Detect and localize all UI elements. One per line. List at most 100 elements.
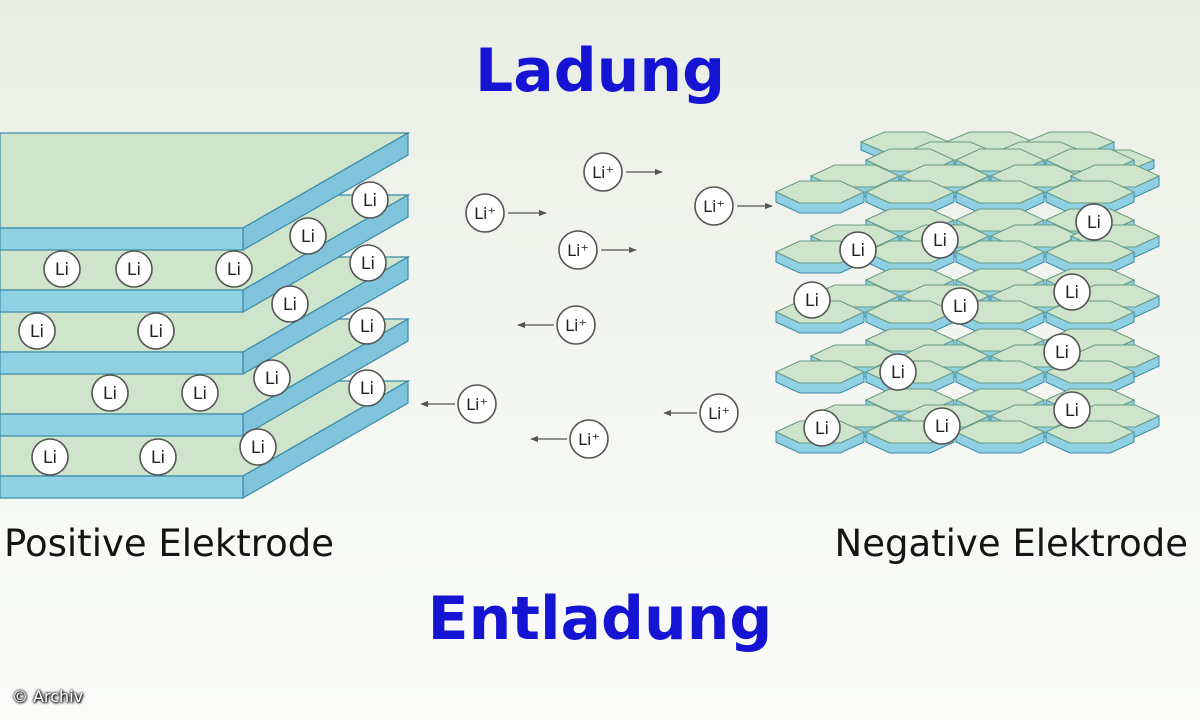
li-atom: Li [253,359,291,397]
li-atom: Li [31,438,69,476]
li-atom-label: Li [363,191,377,211]
li-ion-particle-circle [569,419,609,459]
li-atom-circle [839,231,877,269]
li-atom: Li [137,312,175,350]
hex-tile-top [774,180,866,204]
li-atom: Li [349,244,387,282]
li-atom: Li [115,250,153,288]
li-ion: Li⁺ [420,384,497,424]
li-atom-circle [181,374,219,412]
li-atom-label: Li [815,419,829,439]
li-atom-label: Li [193,384,207,404]
li-atom-label: Li [1065,401,1079,421]
negative-electrode-label: Negative Elektrode [834,522,1188,565]
li-ion-particle-label: Li⁺ [474,204,496,223]
li-atom-label: Li [1065,283,1079,303]
li-atom-label: Li [43,448,57,468]
hex-tile-top [1044,180,1136,204]
copyright-notice: © Archiv [12,687,84,706]
li-atom: Li [271,285,309,323]
positive-electrode-label: Positive Elektrode [4,522,335,565]
discharge-title: Entladung [427,584,773,654]
hex-tile-top [954,180,1046,204]
li-atom: Li [348,369,386,407]
hex-tile-top [774,360,866,384]
li-atom-circle [137,312,175,350]
charge-title: Ladung [474,36,726,106]
li-atom-circle [115,250,153,288]
li-atom-label: Li [301,227,315,247]
li-atom: Li [181,374,219,412]
li-atom: Li [879,353,917,391]
li-atom-circle [215,250,253,288]
li-atom: Li [921,221,959,259]
li-atom-circle [289,217,327,255]
li-ion-particle: Li⁺ [558,230,598,270]
li-atom-label: Li [361,254,375,274]
hex-tile-top [1044,240,1136,264]
li-atom: Li [239,428,277,466]
li-ion: Li⁺ [663,393,739,433]
li-atom-circle [1053,273,1091,311]
li-atom: Li [215,250,253,288]
li-ion-particle-label: Li⁺ [592,163,614,182]
li-atom-label: Li [933,231,947,251]
li-atom-label: Li [127,260,141,280]
li-atom: Li [793,281,831,319]
li-atom: Li [1053,391,1091,429]
li-atom-label: Li [805,291,819,311]
cathode-layer-front [0,227,244,251]
li-atom-circle [91,374,129,412]
li-atom: Li [1075,203,1113,241]
li-atom-label: Li [55,260,69,280]
li-atom: Li [91,374,129,412]
cathode-layer-front [0,413,244,437]
li-ion: Li⁺ [694,186,773,226]
li-atom-circle [923,407,961,445]
cathode-layer [0,131,411,252]
li-atom-circle [271,285,309,323]
li-atom: Li [139,438,177,476]
li-atom-circle [31,438,69,476]
li-ion-particle: Li⁺ [457,384,497,424]
li-ion-particle-label: Li⁺ [466,395,488,414]
hex-tile-top [864,180,956,204]
li-atom-label: Li [103,384,117,404]
li-atom-label: Li [891,363,905,383]
li-atom-circle [43,250,81,288]
li-ion-particle-label: Li⁺ [578,430,600,449]
li-atom-circle [351,181,389,219]
li-ion-particle: Li⁺ [569,419,609,459]
anode-layer [774,328,1161,394]
li-ion: Li⁺ [558,230,637,270]
li-ion-particle-circle [457,384,497,424]
li-atom-circle [349,244,387,282]
li-atom-label: Li [360,379,374,399]
li-atom-label: Li [360,317,374,337]
li-ion-particle-label: Li⁺ [565,316,587,335]
ion-flow: Li⁺ Li⁺ Li⁺ Li⁺ Li⁺ Li⁺ Li⁺ Li⁺ [420,152,773,459]
li-ion-particle-label: Li⁺ [703,197,725,216]
li-atom: Li [941,287,979,325]
li-ion-particle-circle [699,393,739,433]
li-atom-circle [1043,333,1081,371]
li-ion: Li⁺ [583,152,663,192]
li-atom-circle [1075,203,1113,241]
li-ion-particle: Li⁺ [694,186,734,226]
li-atom-circle [879,353,917,391]
li-ion-particle-circle [583,152,623,192]
cathode-layer-front [0,289,244,313]
cathode-layer-front [0,351,244,375]
li-atom-circle [348,369,386,407]
li-ion-particle: Li⁺ [699,393,739,433]
li-atom-circle [253,359,291,397]
li-atom-label: Li [149,322,163,342]
li-ion-particle: Li⁺ [583,152,623,192]
li-atom-label: Li [227,260,241,280]
hex-tile-top [954,420,1046,444]
li-atom: Li [18,312,56,350]
